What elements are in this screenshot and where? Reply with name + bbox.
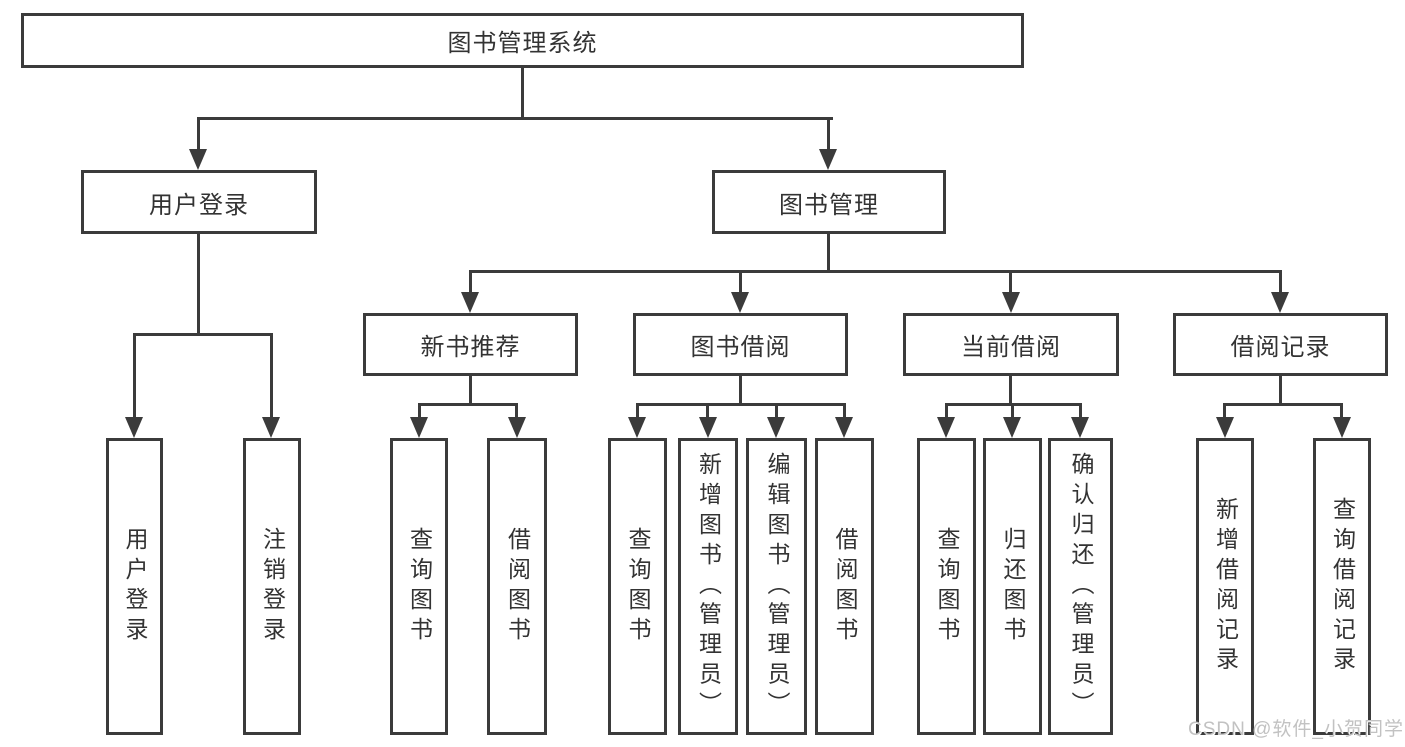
connector: [1079, 403, 1082, 417]
connector: [1011, 403, 1014, 417]
arrow-down-icon: [628, 417, 646, 438]
connector: [197, 117, 833, 120]
connector: [1279, 376, 1282, 406]
arrow-down-icon: [508, 417, 526, 438]
node-book-management: 图书管理: [712, 170, 946, 234]
arrow-down-icon: [699, 417, 717, 438]
leaf-confirm-return-admin: 确认归还（管理员）: [1048, 438, 1113, 735]
connector: [469, 270, 472, 292]
connector: [418, 403, 421, 417]
connector: [133, 333, 136, 417]
connector: [636, 403, 846, 406]
arrow-down-icon: [1216, 417, 1234, 438]
leaf-add-books-admin: 新增图书（管理员）: [678, 438, 738, 735]
node-current-borrowing: 当前借阅: [903, 313, 1119, 376]
arrow-down-icon: [731, 292, 749, 313]
connector: [1009, 270, 1012, 292]
connector: [636, 403, 639, 417]
arrow-down-icon: [410, 417, 428, 438]
connector: [197, 234, 200, 336]
arrow-down-icon: [767, 417, 785, 438]
leaf-logout: 注销登录: [243, 438, 301, 735]
connector: [706, 403, 709, 417]
connector: [739, 376, 742, 406]
leaf-borrow-books: 借阅图书: [815, 438, 874, 735]
connector: [1009, 374, 1012, 406]
arrow-down-icon: [1002, 292, 1020, 313]
csdn-watermark: CSDN @软件_小贺同学: [1188, 719, 1404, 740]
arrow-down-icon: [262, 417, 280, 438]
leaf-return-books: 归还图书: [983, 438, 1042, 735]
connector: [1279, 270, 1282, 292]
arrow-down-icon: [1333, 417, 1351, 438]
leaf-query-books-current: 查询图书: [917, 438, 976, 735]
connector: [827, 117, 830, 151]
leaf-query-borrow-record: 查询借阅记录: [1313, 438, 1371, 735]
connector: [775, 403, 778, 417]
leaf-query-books-recommend: 查询图书: [390, 438, 448, 735]
arrow-down-icon: [1003, 417, 1021, 438]
connector: [469, 270, 1282, 273]
connector: [270, 333, 273, 417]
connector: [945, 403, 948, 417]
arrow-down-icon: [937, 417, 955, 438]
node-root-library-system: 图书管理系统: [21, 13, 1024, 68]
connector: [827, 234, 830, 273]
connector: [1224, 403, 1343, 406]
connector: [469, 376, 472, 406]
connector: [1340, 403, 1343, 417]
leaf-user-login: 用户登录: [106, 438, 163, 735]
leaf-edit-books-admin: 编辑图书（管理员）: [746, 438, 807, 735]
leaf-borrow-books-recommend: 借阅图书: [487, 438, 547, 735]
arrow-down-icon: [125, 417, 143, 438]
node-new-book-recommend: 新书推荐: [363, 313, 578, 376]
leaf-query-books-borrowing: 查询图书: [608, 438, 667, 735]
arrow-down-icon: [189, 149, 207, 170]
node-user-login: 用户登录: [81, 170, 317, 234]
connector: [521, 68, 524, 120]
connector: [515, 403, 518, 417]
leaf-add-borrow-record: 新增借阅记录: [1196, 438, 1254, 735]
arrow-down-icon: [835, 417, 853, 438]
node-book-borrowing: 图书借阅: [633, 313, 848, 376]
connector: [133, 333, 273, 336]
connector: [1223, 403, 1226, 417]
arrow-down-icon: [819, 149, 837, 170]
connector: [418, 403, 518, 406]
connector: [739, 270, 742, 292]
arrow-down-icon: [1271, 292, 1289, 313]
node-borrowing-records: 借阅记录: [1173, 313, 1388, 376]
arrow-down-icon: [1071, 417, 1089, 438]
arrow-down-icon: [461, 292, 479, 313]
connector: [197, 117, 200, 151]
connector: [843, 403, 846, 417]
